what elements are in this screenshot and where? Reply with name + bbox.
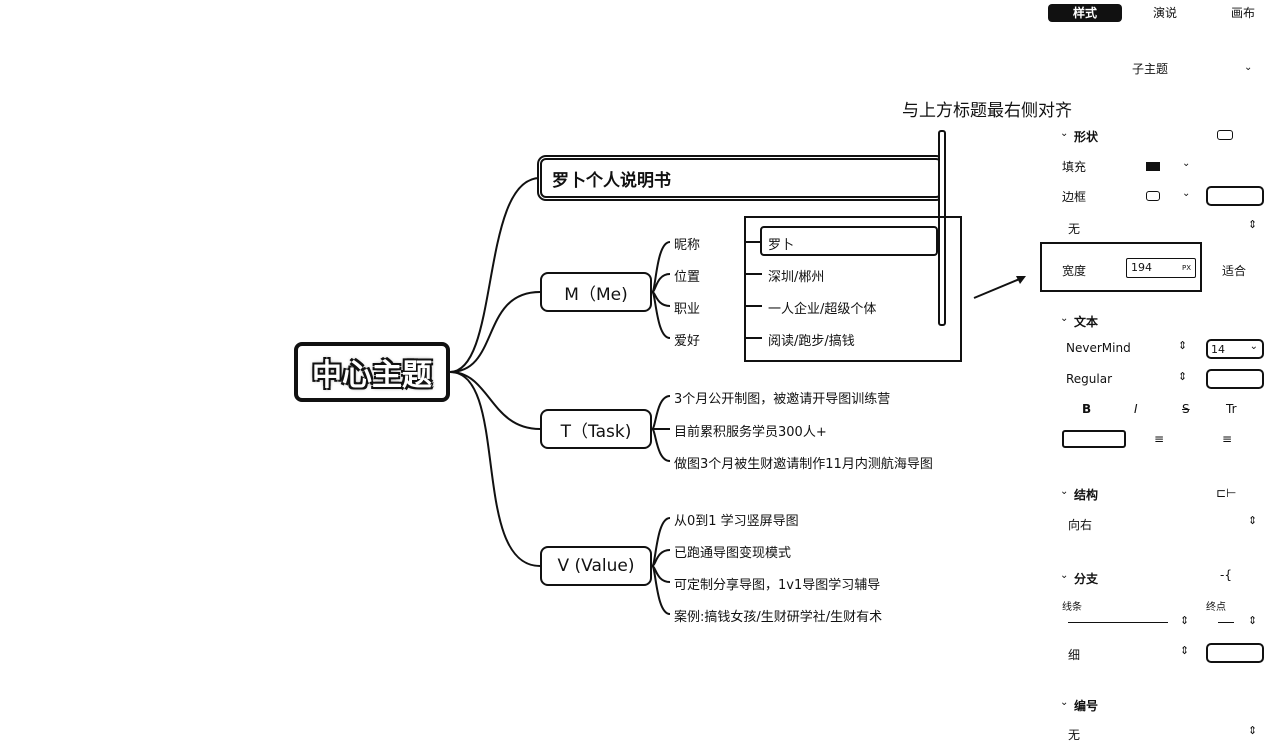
align-left-button[interactable] (1062, 430, 1126, 448)
branch-line (651, 241, 671, 293)
subtopic-me-key[interactable]: 爱好 (674, 334, 701, 349)
branch-line (449, 371, 541, 567)
line-label: 线条 (1062, 602, 1082, 613)
collapse-chevron-icon[interactable]: ⌄ (1060, 128, 1069, 139)
updown-icon[interactable]: ⇕ (1248, 614, 1258, 627)
branch-line (449, 371, 541, 430)
structure-direction-select[interactable]: 向右 (1068, 518, 1093, 532)
subtopic-me-value[interactable]: 一人企业/超级个体 (768, 302, 877, 317)
end-label: 终点 (1206, 602, 1226, 613)
topic-manual[interactable]: 罗卜个人说明书 (540, 158, 942, 198)
section-title-text: 文本 (1074, 315, 1099, 329)
section-title-structure: 结构 (1074, 488, 1099, 502)
font-size-select[interactable]: 14⌄ (1206, 339, 1264, 359)
collapse-chevron-icon[interactable]: ⌄ (1060, 486, 1069, 497)
structure-layout-icon[interactable]: ⊏⊢ (1216, 486, 1237, 500)
fit-button[interactable]: 适合 (1222, 264, 1247, 278)
width-unit: PX (1181, 264, 1191, 272)
fill-color-swatch[interactable] (1146, 162, 1160, 171)
collapse-chevron-icon[interactable]: ⌄ (1060, 697, 1069, 708)
branch-line (651, 517, 671, 567)
branch-lines (449, 177, 762, 615)
text-color-field[interactable] (1206, 369, 1264, 389)
border-color-field[interactable] (1206, 186, 1264, 206)
tab-canvas[interactable]: 画布 (1230, 6, 1255, 20)
subtopic-value[interactable]: 可定制分享导图，1v1导图学习辅导 (674, 578, 881, 593)
branch-line (449, 177, 541, 373)
topic-task[interactable]: T（Task) (540, 409, 652, 449)
shape-rounded-rect-icon[interactable] (1217, 130, 1233, 140)
chevron-down-icon[interactable]: ⌄ (1244, 62, 1253, 73)
branch-line (651, 428, 671, 462)
collapse-chevron-icon[interactable]: ⌄ (1060, 313, 1069, 324)
width-highlight-box (1040, 242, 1202, 292)
section-title-shape: 形状 (1074, 130, 1099, 144)
branch-line (651, 395, 671, 430)
italic-button[interactable]: I (1134, 402, 1138, 416)
line-thickness-select[interactable]: 细 (1068, 648, 1081, 662)
align-right-icon[interactable]: ≡ (1222, 432, 1233, 446)
updown-icon[interactable]: ⇕ (1178, 339, 1188, 352)
section-title-branch: 分支 (1074, 572, 1099, 586)
border-style-select[interactable]: 无 (1068, 222, 1081, 236)
mindmap-canvas[interactable]: 中心主题 罗卜个人说明书 M（Me) T（Task) V (Value) 与上方… (0, 0, 1072, 754)
section-title-numbering: 编号 (1074, 699, 1099, 713)
updown-icon[interactable]: ⇕ (1248, 218, 1258, 231)
topic-me[interactable]: M（Me) (540, 272, 652, 312)
text-case-button[interactable]: Tr (1226, 402, 1237, 416)
updown-icon[interactable]: ⇕ (1248, 724, 1258, 737)
annotation-note: 与上方标题最右侧对齐 (902, 101, 1072, 121)
border-label: 边框 (1062, 190, 1087, 204)
updown-icon[interactable]: ⇕ (1178, 370, 1188, 383)
branch-color-field[interactable] (1206, 643, 1264, 663)
tab-style[interactable]: 样式 (1048, 4, 1122, 22)
topic-value[interactable]: V (Value) (540, 546, 652, 586)
end-style-preview[interactable] (1218, 622, 1234, 623)
subtopic-task[interactable]: 做图3个月被生财邀请制作11月内测航海导图 (674, 457, 933, 472)
subtopic-me-key[interactable]: 职业 (674, 302, 701, 317)
subtopic-me-key[interactable]: 位置 (674, 270, 701, 285)
updown-icon[interactable]: ⇕ (1248, 514, 1258, 527)
collapse-chevron-icon[interactable]: ⌄ (1060, 570, 1069, 581)
font-weight-select[interactable]: Regular (1066, 372, 1113, 386)
updown-icon[interactable]: ⇕ (1180, 614, 1190, 627)
selected-subtopic-outline (760, 226, 938, 256)
annotation-arrow-icon (973, 276, 1026, 299)
strikethrough-button[interactable]: S (1182, 402, 1190, 416)
border-shape-icon[interactable] (1146, 191, 1160, 201)
branch-line (449, 291, 541, 373)
bold-button[interactable]: B (1082, 402, 1092, 416)
selection-box (744, 216, 962, 362)
format-panel: 样式 演说 画布 子主题 ⌄ ⌄ 形状 填充 ⌄ 边框 ⌄ 无 ⇕ 宽度 194… (1040, 0, 1280, 754)
tab-pitch[interactable]: 演说 (1152, 6, 1177, 20)
branch-line (651, 291, 671, 339)
subtopic-value[interactable]: 从0到1 学习竖屏导图 (674, 514, 799, 529)
branch-style-icon[interactable]: -{ (1220, 568, 1232, 582)
subtopic-task[interactable]: 目前累积服务学员300人+ (674, 425, 827, 440)
updown-icon[interactable]: ⇕ (1180, 644, 1190, 657)
subtopic-me-value[interactable]: 罗卜 (768, 238, 795, 253)
chevron-down-icon[interactable]: ⌄ (1182, 158, 1191, 169)
central-topic[interactable]: 中心主题 (294, 342, 450, 402)
numbering-select[interactable]: 无 (1068, 728, 1081, 742)
subtopic-value[interactable]: 案例:搞钱女孩/生财研学社/生财有术 (674, 610, 883, 625)
branch-line (651, 565, 671, 615)
topic-type-select[interactable]: 子主题 (1132, 62, 1169, 76)
subtopic-task[interactable]: 3个月公开制图，被邀请开导图训练营 (674, 392, 891, 407)
subtopic-value[interactable]: 已跑通导图变现模式 (674, 546, 792, 561)
subtopic-me-value[interactable]: 深圳/郴州 (768, 270, 825, 285)
subtopic-me-value[interactable]: 阅读/跑步/搞钱 (768, 334, 855, 349)
fill-label: 填充 (1062, 160, 1087, 174)
font-family-select[interactable]: NeverMind (1066, 341, 1131, 355)
chevron-down-icon[interactable]: ⌄ (1182, 188, 1191, 199)
line-style-preview[interactable] (1068, 622, 1168, 623)
align-center-icon[interactable]: ≡ (1154, 432, 1165, 446)
subtopic-me-key[interactable]: 昵称 (674, 238, 701, 253)
width-label: 宽度 (1062, 264, 1087, 278)
alignment-guide-bar (938, 130, 946, 326)
